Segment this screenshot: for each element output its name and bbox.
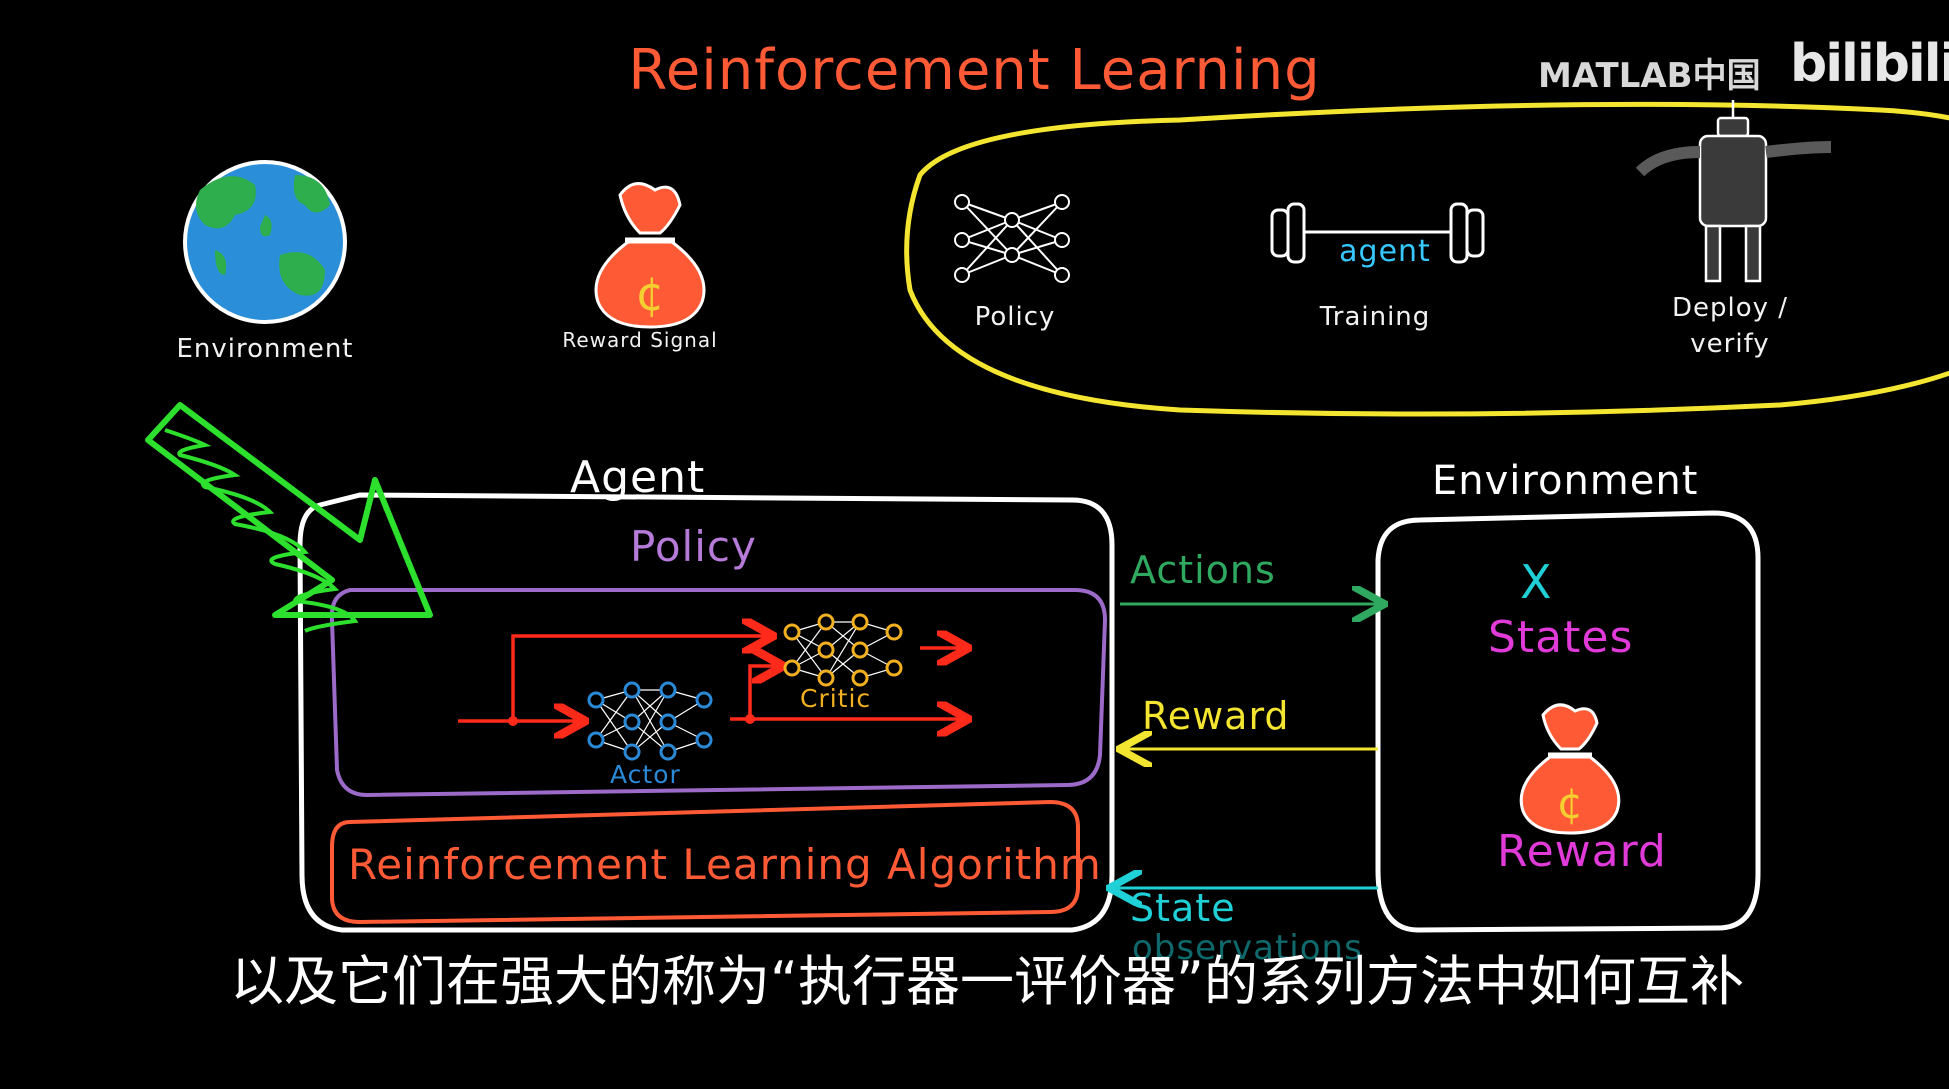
agent-box — [297, 492, 1115, 933]
training-icon-label: Training — [1319, 302, 1431, 332]
robot-icon — [1635, 100, 1832, 283]
algorithm-label: Reinforcement Learning Algorithm — [348, 840, 1102, 889]
reward-arrow-label: Reward — [1142, 694, 1290, 738]
policy-icon-label: Policy — [974, 302, 1056, 332]
policy-box — [329, 588, 1108, 798]
deploy-text: Deploy / — [1671, 293, 1789, 323]
policy-box-label: Policy — [630, 522, 757, 571]
agent-title: Agent — [570, 452, 706, 503]
page-title: Reinforcement Learning — [628, 38, 1321, 103]
observations-label: observations — [1132, 928, 1363, 968]
bilibili-logo: bilibili — [1790, 34, 1949, 94]
verify-text: verify — [1690, 329, 1770, 359]
actor-network-icon — [587, 681, 713, 761]
actor-label: Actor — [610, 760, 681, 789]
highlight-arrow — [145, 402, 433, 633]
algorithm-box — [330, 799, 1080, 925]
watermark-brand: MATLAB中国 — [1538, 56, 1761, 96]
state-label: State — [1130, 886, 1236, 930]
actions-label: Actions — [1130, 548, 1276, 592]
video-subtitle: 以及它们在强大的称为“执行器一评价器”的系列方法中如何互补 — [230, 950, 1744, 1013]
barbell-agent-word: agent — [1339, 234, 1431, 269]
environment-title: Environment — [1432, 458, 1699, 504]
critic-network-icon — [783, 613, 903, 687]
critic-label: Critic — [800, 684, 872, 713]
earth-icon — [183, 160, 347, 324]
actor-critic-flow — [458, 636, 965, 721]
states-label: States — [1488, 612, 1634, 663]
svg-text:¢: ¢ — [635, 267, 664, 321]
barbell-icon — [1270, 202, 1485, 264]
workflow-loop — [904, 101, 1949, 417]
neural-network-icon — [954, 194, 1070, 283]
svg-text:¢: ¢ — [1557, 779, 1584, 828]
environment-reward-label: Reward — [1497, 826, 1667, 877]
money-bag-icon: ¢ — [1519, 703, 1621, 835]
reward-signal-label: Reward Signal — [562, 328, 718, 352]
environment-icon-label: Environment — [176, 334, 354, 364]
deploy-verify-label: Deploy / verify — [1670, 290, 1790, 362]
state-x-symbol: X — [1520, 555, 1553, 609]
money-bag-icon: ¢ — [594, 182, 706, 329]
environment-box — [1375, 510, 1761, 933]
